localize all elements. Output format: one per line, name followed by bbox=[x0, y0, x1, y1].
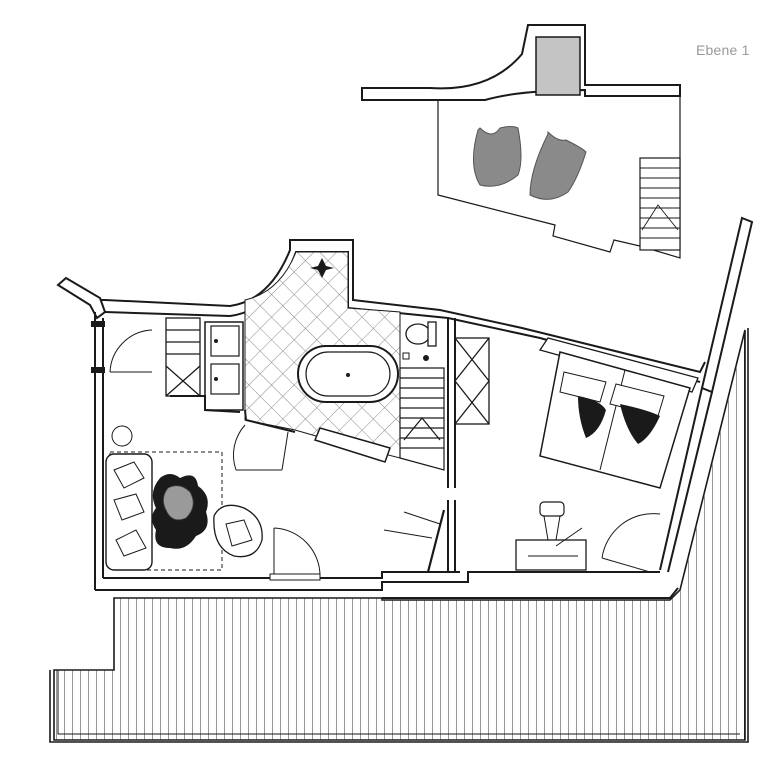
bathtub-icon bbox=[297, 345, 399, 403]
upper-wall-left bbox=[361, 24, 681, 101]
bed-icon bbox=[539, 351, 691, 489]
living-area bbox=[105, 425, 446, 581]
chimney bbox=[535, 36, 581, 96]
desk-icon bbox=[515, 527, 587, 571]
door-swing-icon bbox=[383, 509, 446, 573]
sink-icon bbox=[204, 321, 244, 411]
armchair-icon bbox=[213, 504, 263, 558]
bedroom bbox=[515, 337, 699, 573]
door-swing-icon bbox=[109, 329, 153, 373]
stairs-icon bbox=[639, 157, 681, 251]
terrace-deck bbox=[53, 329, 746, 741]
compass-icon bbox=[310, 258, 334, 278]
level-label: Ebene 1 bbox=[696, 42, 750, 58]
side-table bbox=[111, 425, 133, 447]
terrace bbox=[49, 328, 749, 743]
upper-level bbox=[361, 24, 681, 259]
door-swing-icon bbox=[601, 513, 661, 573]
door-swing-icon bbox=[269, 527, 321, 581]
toilet-icon bbox=[402, 321, 437, 361]
partition-walls bbox=[170, 318, 456, 572]
bathroom bbox=[204, 251, 437, 471]
door-swing-icon bbox=[232, 424, 289, 471]
upper-room-outline bbox=[437, 96, 681, 259]
sofa-icon bbox=[105, 453, 153, 571]
chair-icon bbox=[539, 501, 565, 541]
beanbag-icon bbox=[473, 126, 587, 200]
stairs-icon bbox=[399, 367, 445, 471]
